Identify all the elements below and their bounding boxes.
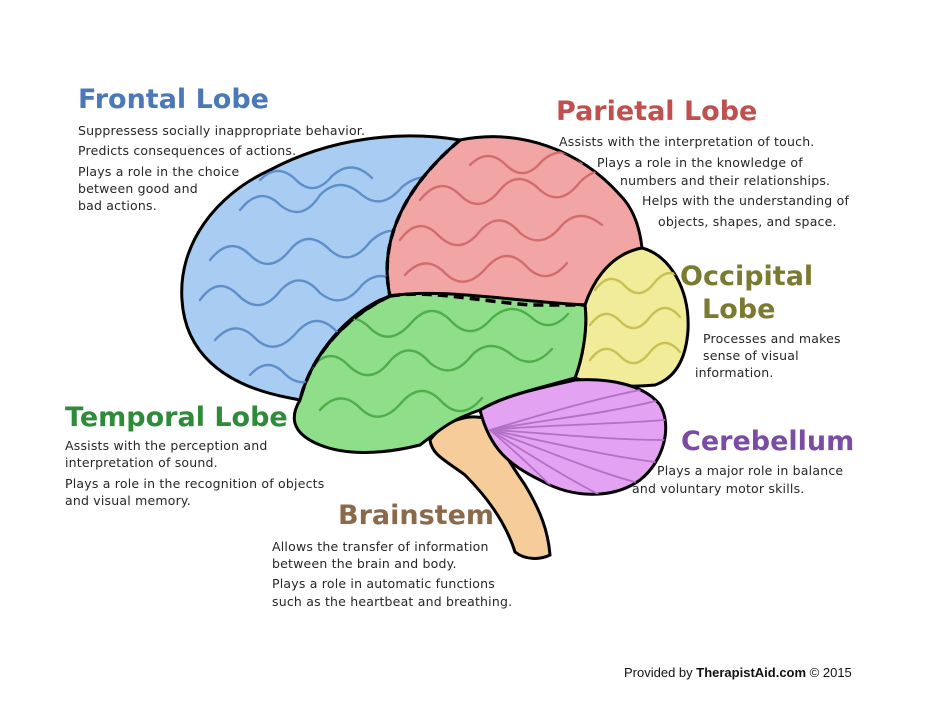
occipital-lobe-text: sense of visual (703, 348, 799, 363)
frontal-lobe-title: Frontal Lobe (78, 84, 269, 115)
parietal-lobe-text: Plays a role in the knowledge of (597, 155, 803, 170)
occipital-lobe-title: Lobe (702, 294, 776, 325)
parietal-lobe-title: Parietal Lobe (556, 96, 758, 127)
parietal-lobe-text: Helps with the understanding of (642, 193, 850, 208)
brainstem-title: Brainstem (338, 500, 495, 531)
cerebellum-text: Plays a major role in balance (657, 463, 844, 478)
credit-brand: TherapistAid.com (696, 665, 807, 680)
occipital-lobe-title: Occipital (680, 261, 814, 292)
brainstem-text: such as the heartbeat and breathing. (272, 594, 513, 609)
frontal-lobe-text: bad actions. (78, 198, 157, 213)
credit-line: Provided by TherapistAid.com © 2015 (624, 665, 852, 680)
parietal-lobe-text: Assists with the interpretation of touch… (559, 134, 815, 149)
temporal-lobe-title: Temporal Lobe (65, 402, 288, 433)
parietal-lobe-text: objects, shapes, and space. (658, 214, 837, 229)
temporal-lobe-text: Assists with the perception and (65, 438, 268, 453)
brainstem-text: between the brain and body. (272, 556, 457, 571)
temporal-lobe-text: and visual memory. (65, 493, 191, 508)
credit-prefix: Provided by (624, 665, 697, 680)
credit-suffix: © 2015 (806, 665, 852, 680)
parietal-lobe-text: numbers and their relationships. (620, 173, 831, 188)
temporal-lobe-text: interpretation of sound. (65, 455, 218, 470)
occipital-lobe-text: information. (695, 365, 774, 380)
brainstem-text: Allows the transfer of information (272, 539, 489, 554)
frontal-lobe-text: between good and (78, 181, 198, 196)
frontal-lobe-text: Suppressess socially inappropriate behav… (78, 123, 366, 138)
brainstem-text: Plays a role in automatic functions (272, 576, 495, 591)
frontal-lobe-text: Plays a role in the choice (78, 164, 240, 179)
cerebellum-title: Cerebellum (681, 426, 855, 457)
occipital-lobe-text: Processes and makes (703, 331, 841, 346)
cerebellum-text: and voluntary motor skills. (632, 481, 805, 496)
frontal-lobe-text: Predicts consequences of actions. (78, 143, 297, 158)
temporal-lobe-text: Plays a role in the recognition of objec… (65, 476, 325, 491)
